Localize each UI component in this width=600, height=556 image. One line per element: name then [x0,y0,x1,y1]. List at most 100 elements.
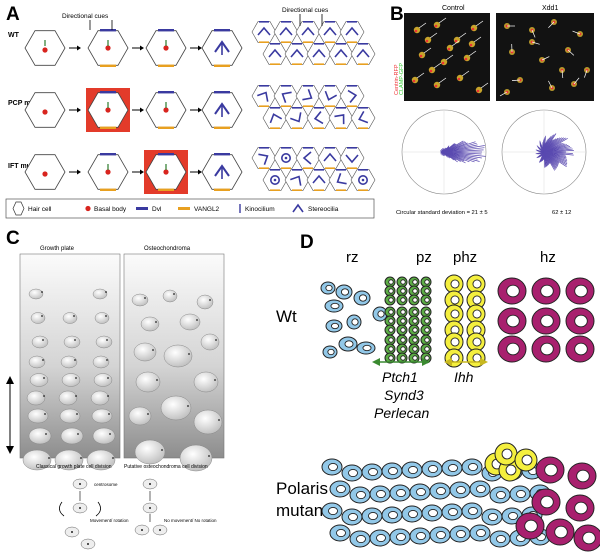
polar-bar [443,151,482,155]
centrosome-dot [108,413,110,415]
mutant-blue-cell-nucleus [356,490,366,500]
mutant-blue-cell-nucleus [376,489,386,499]
row-label-ift: IFT mutant [8,163,44,170]
proliferating-cell-nucleus [424,297,430,303]
direction-arrow [451,40,460,47]
centrosome-dot [75,395,77,397]
a-rows [24,20,243,194]
d-green-arrow [372,358,430,366]
direction-arrow [433,62,442,69]
ring-stereocilia [269,175,280,186]
proliferating-cell-nucleus [424,337,430,343]
centrosome-dot [41,291,43,293]
c-division-diagrams [59,478,168,550]
centrosome-dot [106,339,108,341]
chondrocyte [63,335,81,349]
tile-stereocilia [336,173,347,185]
chondrocyte [29,373,49,387]
zone-rz: rz [346,249,359,266]
legend-vangl2-icon [178,207,190,210]
prehypertrophic-cell-nucleus [450,309,460,319]
direction-arrow [584,69,588,78]
basal-body [163,107,169,113]
a-tiles [251,14,376,191]
tile-cell [273,21,299,43]
proliferating-cell-nucleus [412,355,418,361]
tile-dvl [325,85,335,87]
chondrocyte [28,355,46,369]
direction-arrow [461,70,470,77]
chondrocyte [86,449,116,471]
prehypertrophic-cell-nucleus [450,279,460,289]
mutant-blue-cell-nucleus [468,462,478,472]
centrosome-dot [79,507,81,509]
resting-cell-nucleus [362,344,372,352]
centrosome-dot [196,319,198,321]
tile-stereocilia [312,48,326,58]
tile-dvl [292,43,302,45]
gene-synd3: Synd3 [384,387,424,403]
centrin-dot [429,69,433,73]
chondrocyte [91,408,113,424]
hypertrophic-cell-nucleus [506,284,520,298]
hypertrophic-cell-nucleus [540,284,554,298]
dvl-bar [100,153,116,156]
c-classical-title: Classical growth plate cell division [36,464,112,470]
direction-arrow [548,80,553,89]
resting-cell-nucleus [340,288,350,296]
c-no-movement-label: No movement/ No rotation [164,518,217,523]
mutant-blue-cell-nucleus [516,489,526,499]
centrin-dot [434,24,438,28]
tile-stereocilia [290,175,302,186]
mutant-blue-cell-nucleus [428,464,438,474]
vangl2-bar [100,188,116,191]
legend-hair-cell: Hair cell [28,206,52,213]
panel-d-letter: D [300,232,314,253]
mutant-blue-cell-nucleus [436,486,446,496]
proliferating-cell-nucleus [424,346,430,352]
hypertrophic-cell-nucleus [506,314,520,328]
polar-bar [443,151,486,157]
centrin-dot [412,79,416,83]
mutant-blue-cell-nucleus [396,488,406,498]
centrosome-dot [159,529,161,531]
mutant-blue-cell-nucleus [456,485,466,495]
tile-stereocilia [334,48,348,58]
mutant-blue-cell-nucleus [368,511,378,521]
tile-stereocilia [301,26,315,36]
proliferating-cell-nucleus [424,288,430,294]
tile-cell [295,147,321,169]
tile-cell [251,85,277,107]
resting-cell-nucleus [358,294,368,302]
basal-body [42,171,48,177]
centrosome-dot [76,413,78,415]
mutant-magenta-cell-nucleus [576,469,590,483]
basal-body [42,109,48,115]
resting-cell-nucleus [351,318,359,326]
mutant-blue-cell-nucleus [488,512,498,522]
chondrocyte [28,427,52,445]
chondrocyte [179,313,201,331]
mutant-magenta-cell-nucleus [544,463,558,477]
centrosome-dot [208,455,210,457]
vangl2-bar [214,188,230,191]
dvl-bar [158,153,174,156]
panel-a-letter: A [6,4,20,25]
mutant-blue-cell-nucleus [496,534,506,544]
tile-vangl2 [347,41,357,43]
prehypertrophic-cell-nucleus [450,295,460,305]
chondrocyte [90,390,110,406]
arrowhead [140,45,144,51]
centrosome-dot [141,529,143,531]
centrin-dot [457,77,461,81]
chondrocyte [95,335,113,349]
chondrocyte [92,427,116,445]
centrosome-dot [156,379,158,381]
tile-dvl [259,21,269,23]
centrosome-dot [77,433,79,435]
centrosome-dot [149,483,151,485]
tile-dvl [281,85,291,87]
mutant-blue-cell-nucleus [468,506,478,516]
direction-arrow [418,22,427,29]
chondrocyte [59,408,81,424]
